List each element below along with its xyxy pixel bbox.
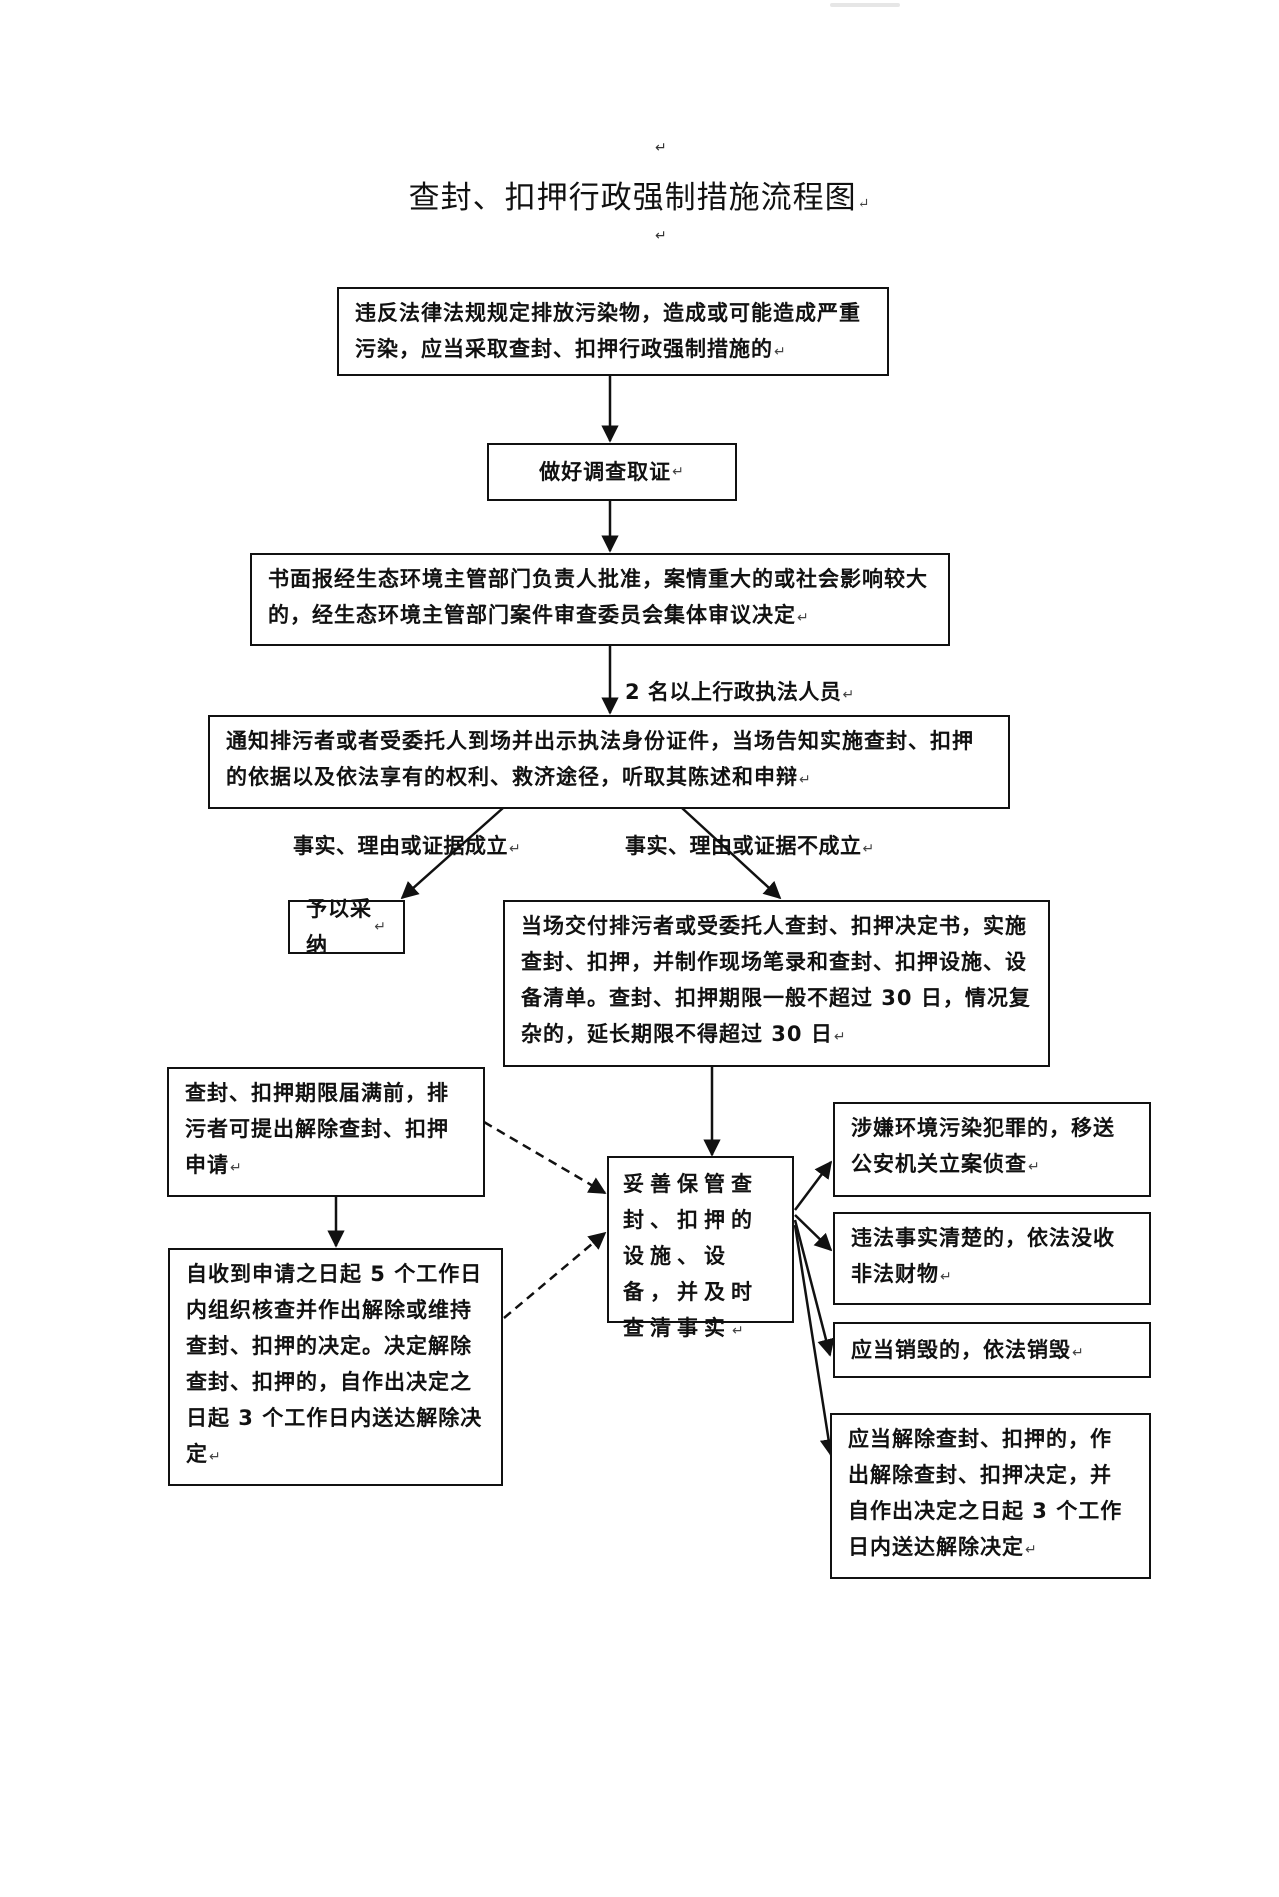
paragraph-mark-icon: ↵ — [230, 1160, 243, 1176]
paragraph-mark-icon: ↵ — [774, 344, 787, 360]
page-title: 查封、扣押行政强制措施流程图↵ — [0, 172, 1279, 217]
paragraph-mark-icon: ↵ — [862, 841, 875, 857]
paragraph-mark-bottom: ↵ — [655, 228, 667, 244]
paragraph-mark-icon: ↵ — [799, 772, 812, 788]
branch-yes-label: 事实、理由或证据成立↵ — [293, 830, 521, 860]
paragraph-mark-icon: ↵ — [509, 841, 522, 857]
step-accept-text: 予以采纳 — [306, 897, 372, 957]
step-approve-box: 书面报经生态环境主管部门负责人批准，案情重大的或社会影响较大的，经生态环境主管部… — [250, 553, 950, 646]
outcome-text-1: 涉嫌环境污染犯罪的，移送公安机关立案侦查 — [851, 1116, 1115, 1176]
arrow-notify-to-execute — [681, 807, 782, 900]
paragraph-mark-top: ↵ — [655, 140, 667, 156]
paragraph-mark-icon: ↵ — [857, 196, 871, 212]
paragraph-mark-icon: ↵ — [374, 919, 387, 935]
outcome-text-2: 违法事实清楚的，依法没收非法财物 — [851, 1226, 1115, 1286]
outcome-text-4: 应当解除查封、扣押的，作出解除查封、扣押决定，并自作出决定之日起 3 个工作日内… — [848, 1427, 1123, 1559]
step-review-box: 自收到申请之日起 5 个工作日内组织核查并作出解除或维持查封、扣押的决定。决定解… — [168, 1248, 503, 1486]
step-safekeep-box: 妥善保管查封、扣押的设施、设备，并及时查清事实↵ — [607, 1156, 794, 1340]
paragraph-mark-icon: ↵ — [833, 1029, 847, 1045]
paragraph-mark-icon: ↵ — [209, 1449, 222, 1465]
dashed-arrow-review-to-safekeep — [503, 1231, 607, 1319]
outcome-box-4: 应当解除查封、扣押的，作出解除查封、扣押决定，并自作出决定之日起 3 个工作日内… — [830, 1413, 1151, 1579]
step-approve-text: 书面报经生态环境主管部门负责人批准，案情重大的或社会影响较大的，经生态环境主管部… — [268, 567, 928, 627]
step-investigate-text: 做好调查取证 — [539, 460, 672, 484]
step-accept-box: 予以采纳↵ — [288, 897, 405, 957]
outcome-box-2: 违法事实清楚的，依法没收非法财物↵ — [833, 1212, 1151, 1305]
step-safekeep-text: 妥善保管查封、扣押的设施、设备，并及时查清事实 — [623, 1172, 758, 1340]
step-start-text: 违反法律法规规定排放污染物，造成或可能造成严重污染，应当采取查封、扣押行政强制措… — [355, 301, 861, 361]
arrow-safekeep-to-outcome-1 — [794, 1160, 833, 1211]
branch-no-text: 事实、理由或证据不成立 — [625, 834, 862, 858]
arrow-safekeep-to-outcome-3 — [793, 1219, 835, 1357]
arrow-notify-to-accept — [400, 807, 504, 900]
paragraph-mark-icon: ↵ — [940, 1269, 953, 1285]
step-execute-box: 当场交付排污者或受委托人查封、扣押决定书，实施查封、扣押，并制作现场笔录和查封、… — [503, 900, 1050, 1067]
dashed-arrow-apply-to-safekeep — [483, 1120, 607, 1195]
scan-smudge — [830, 3, 900, 7]
outcome-box-1: 涉嫌环境污染犯罪的，移送公安机关立案侦查↵ — [833, 1102, 1151, 1197]
personnel-label-text: 2 名以上行政执法人员 — [625, 680, 842, 704]
paragraph-mark-icon: ↵ — [732, 1323, 750, 1339]
step-notify-box: 通知排污者或者受委托人到场并出示执法身份证件，当场告知实施查封、扣押的依据以及依… — [208, 715, 1010, 809]
outcome-box-3: 应当销毁的，依法销毁↵ — [833, 1322, 1151, 1378]
outcome-text-3: 应当销毁的，依法销毁 — [851, 1338, 1071, 1362]
paragraph-mark-icon: ↵ — [1025, 1542, 1038, 1558]
step-notify-text: 通知排污者或者受委托人到场并出示执法身份证件，当场告知实施查封、扣押的依据以及依… — [226, 729, 974, 789]
branch-yes-text: 事实、理由或证据成立 — [293, 834, 508, 858]
step-start-box: 违反法律法规规定排放污染物，造成或可能造成严重污染，应当采取查封、扣押行政强制措… — [337, 287, 889, 376]
personnel-label: 2 名以上行政执法人员↵ — [625, 676, 855, 706]
page-title-text: 查封、扣押行政强制措施流程图 — [408, 180, 857, 216]
arrow-safekeep-to-outcome-2 — [794, 1214, 833, 1252]
paragraph-mark-icon: ↵ — [797, 610, 810, 626]
branch-no-label: 事实、理由或证据不成立↵ — [625, 830, 875, 860]
paragraph-mark-icon: ↵ — [1072, 1345, 1085, 1361]
step-apply-release-box: 查封、扣押期限届满前，排污者可提出解除查封、扣押申请↵ — [167, 1067, 485, 1197]
paragraph-mark-icon: ↵ — [672, 464, 685, 480]
paragraph-mark-icon: ↵ — [842, 687, 855, 703]
paragraph-mark-icon: ↵ — [1028, 1159, 1041, 1175]
arrow-safekeep-to-outcome-4 — [793, 1224, 838, 1457]
step-investigate-box: 做好调查取证↵ — [487, 443, 737, 501]
step-review-text: 自收到申请之日起 5 个工作日内组织核查并作出解除或维持查封、扣押的决定。决定解… — [186, 1262, 483, 1466]
step-execute-text: 当场交付排污者或受委托人查封、扣押决定书，实施查封、扣押，并制作现场笔录和查封、… — [521, 914, 1031, 1046]
step-apply-release-text: 查封、扣押期限届满前，排污者可提出解除查封、扣押申请 — [185, 1081, 449, 1177]
